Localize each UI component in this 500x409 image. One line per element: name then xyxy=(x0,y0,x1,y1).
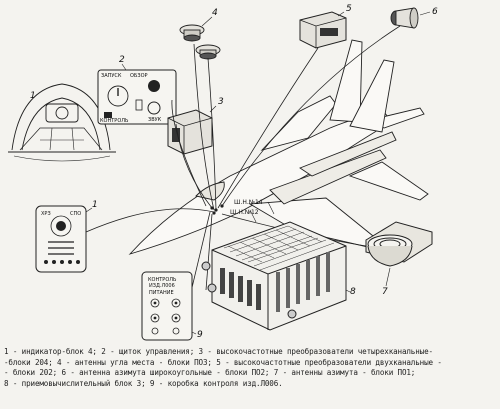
station-label-12: Ш.Н.№12 xyxy=(230,209,259,216)
elevation-antennas-4 xyxy=(179,24,221,60)
legend-line-1: 1 - индикатор-блок 4; 2 - щиток управлен… xyxy=(4,347,433,356)
aircraft-outline xyxy=(128,39,429,255)
panel9-title-3: ПИТАНИЕ xyxy=(149,290,174,296)
legend-line-4: 8 - приемовычислительный блок 3; 9 - кор… xyxy=(4,378,283,388)
connection-lines xyxy=(85,25,401,297)
hf-converter-5 xyxy=(299,11,347,49)
callout-1: 1 xyxy=(92,200,98,210)
control-panel-2: ЗАПУСК ОБЗОР КОНТРОЛЬ ЗВУК xyxy=(97,69,177,125)
panel9-title-1: КОНТРОЛЬ xyxy=(148,277,177,283)
panel2-label-launch: ЗАПУСК xyxy=(101,73,122,79)
legend-line-3: - блоки 202; 6 - антенна азимута широкоу… xyxy=(4,368,416,378)
panel2-label-sound: ЗВУК xyxy=(148,117,162,123)
legend-caption: 1 - индикатор-блок 4; 2 - щиток управлен… xyxy=(4,347,496,389)
callout-8: 8 xyxy=(350,287,356,297)
callout-4: 4 xyxy=(212,8,218,18)
svg-text:СПО: СПО xyxy=(70,211,81,217)
panel9-title-2: ИЗД.Л006 xyxy=(149,283,175,289)
callout-5: 5 xyxy=(346,4,352,14)
callout-7: 7 xyxy=(382,287,388,297)
callout-2: 2 xyxy=(119,55,125,65)
azimuth-wide-antenna-6 xyxy=(390,7,419,29)
callout-1-ref: 1 xyxy=(30,91,36,101)
station-label-14: Ш.Н.№14 xyxy=(234,199,263,206)
equipment-layout-diagram: 1 ХРЗ СПО 1 ЗАПУСК ОБЗОР КОНТРОЛЬ ЗВУК 2 xyxy=(8,4,438,341)
legend-line-2: -блоки 204; 4 - антенны угла места - бло… xyxy=(4,357,442,367)
azimuth-antenna-7 xyxy=(365,221,433,267)
callout-3: 3 xyxy=(218,97,224,107)
indicator-block-1: ХРЗ СПО xyxy=(35,205,87,273)
svg-text:ХРЗ: ХРЗ xyxy=(41,211,51,217)
panel2-label-scan: ОБЗОР xyxy=(130,73,148,79)
control-box-9: КОНТРОЛЬ ИЗД.Л006 ПИТАНИЕ xyxy=(141,271,193,341)
hf-converter-3 xyxy=(167,109,213,155)
callout-9: 9 xyxy=(197,330,203,340)
callout-6: 6 xyxy=(432,7,438,17)
receiver-computer-block-8 xyxy=(201,221,347,331)
panel2-label-control: КОНТРОЛЬ xyxy=(100,118,129,124)
